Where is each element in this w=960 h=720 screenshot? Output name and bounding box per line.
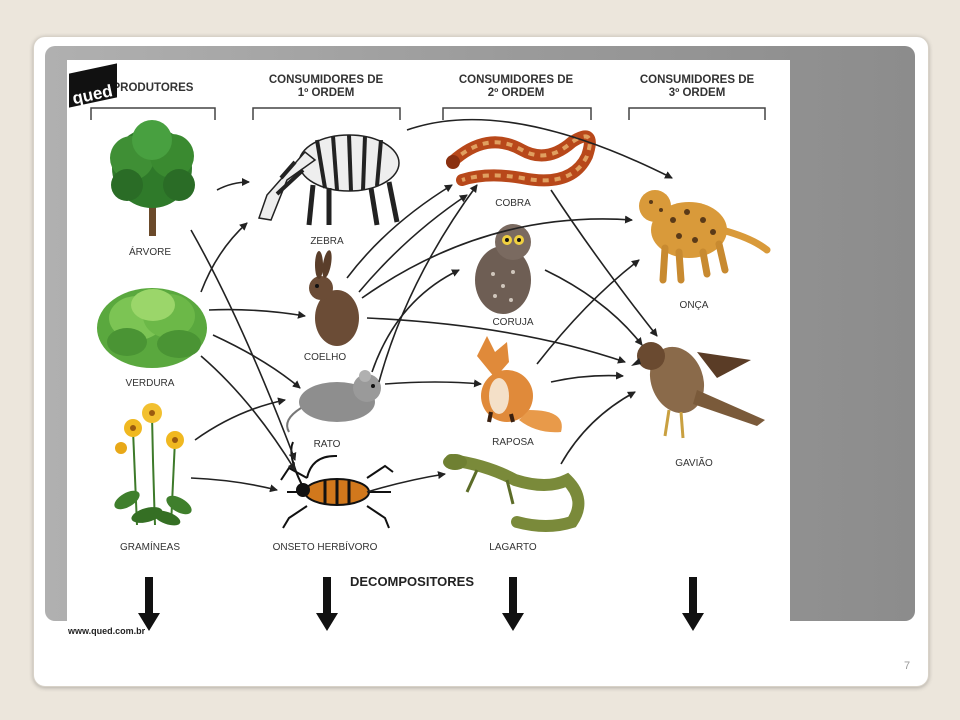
tree-illustration <box>110 120 195 236</box>
decomposer-arrows <box>138 577 704 631</box>
header-consumidores-1: CONSUMIDORES DE 1º ORDEM <box>268 74 384 99</box>
lettuce-illustration <box>97 288 207 368</box>
qued-logo: qued <box>69 63 117 108</box>
header-consumidores-2: CONSUMIDORES DE 2º ORDEM <box>458 74 574 99</box>
label-gaviao: GAVIÃO <box>675 458 713 469</box>
label-verdura: VERDURA <box>125 378 175 389</box>
watermark-url: www.qued.com.br <box>68 626 146 636</box>
owl-illustration <box>475 224 531 314</box>
fox-illustration <box>477 336 562 433</box>
label-arvore: ÁRVORE <box>128 247 172 258</box>
hawk-illustration <box>631 342 765 439</box>
label-cobra: COBRA <box>495 198 531 209</box>
label-onca: ONÇA <box>679 300 709 311</box>
label-inseto: ONSETO HERBÍVORO <box>272 542 378 553</box>
label-decompositores: DECOMPOSITORES <box>350 574 475 589</box>
label-gramineas: GRAMÍNEAS <box>119 542 181 553</box>
rabbit-illustration <box>309 250 359 346</box>
feeding-arrows <box>190 118 673 493</box>
food-web-diagram: PRODUTORES CONSUMIDORES DE 1º ORDEM CONS… <box>67 60 790 642</box>
flowers-illustration <box>114 403 192 526</box>
zebra-illustration <box>257 134 400 226</box>
label-zebra: ZEBRA <box>310 236 344 247</box>
food-web-drawing <box>90 107 771 631</box>
label-lagarto: LAGARTO <box>489 542 537 553</box>
snake-illustration <box>446 130 596 187</box>
lizard-illustration <box>443 454 585 532</box>
label-raposa: RAPOSA <box>492 437 534 448</box>
beetle-illustration <box>280 441 394 529</box>
header-produtores: PRODUTORES <box>112 82 194 94</box>
jaguar-illustration <box>639 190 771 284</box>
page-number: 7 <box>904 660 911 672</box>
rat-illustration <box>286 370 381 433</box>
header-brackets <box>90 107 766 120</box>
label-rato: RATO <box>313 439 341 450</box>
label-coruja: CORUJA <box>492 317 534 328</box>
header-consumidores-3: CONSUMIDORES DE 3º ORDEM <box>639 74 755 99</box>
label-coelho: COELHO <box>303 352 347 363</box>
